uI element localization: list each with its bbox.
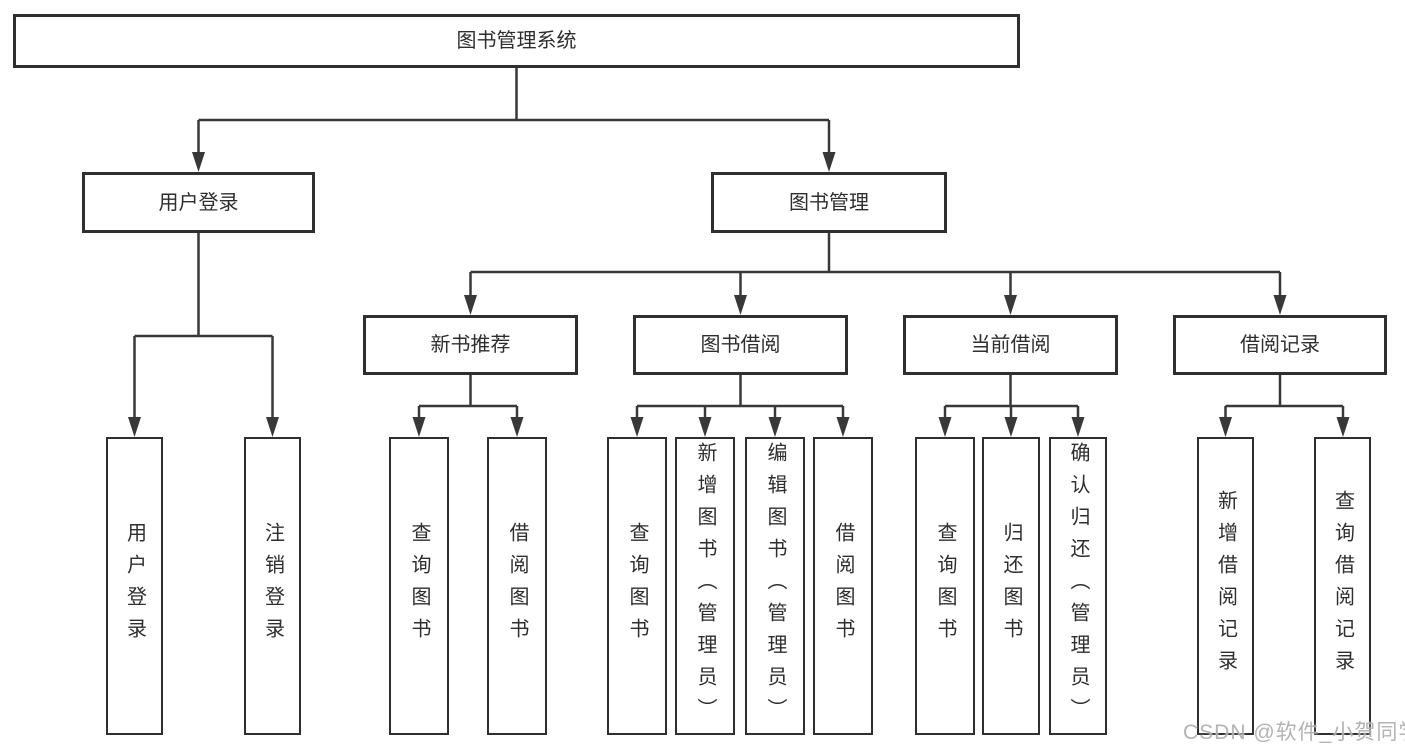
node-leaf-br-query-record: 查询借阅记录 [1314, 437, 1371, 735]
connector-borrow-record-to-leaves [1224, 375, 1345, 421]
connector-book-borrow-to-leaves [635, 375, 845, 421]
node-leaf-nbr-borrow-books: 借阅图书 [487, 437, 547, 735]
node-borrow-record: 借阅记录 [1173, 315, 1387, 375]
arrowheads-root-to-level2 [192, 152, 836, 172]
node-leaf-cb-query-books: 查询图书 [915, 437, 975, 735]
csdn-watermark: CSDN @软件_小贺同学 [1183, 721, 1405, 744]
node-root-system: 图书管理系统 [13, 14, 1020, 68]
connector-root-to-level2 [197, 68, 831, 156]
node-leaf-bb-borrow-books: 借阅图书 [813, 437, 873, 735]
arrowheads-book-mgmt-sections [464, 295, 1287, 315]
node-leaf-bb-add-books-admin: 新增图书（管理员） [675, 437, 735, 735]
node-leaf-nbr-query-books: 查询图书 [389, 437, 449, 735]
arrowheads-book-borrow-leaves [630, 417, 850, 437]
node-leaf-cb-confirm-return-admin: 确认归还（管理员） [1049, 437, 1107, 735]
connector-user-login-to-leaves [133, 233, 274, 421]
node-leaf-br-add-record: 新增借阅记录 [1197, 437, 1254, 735]
arrowheads-user-login-leaves [128, 417, 279, 437]
node-book-mgmt: 图书管理 [711, 172, 947, 233]
node-leaf-cb-return-books: 归还图书 [982, 437, 1040, 735]
connector-new-book-rec-to-leaves [417, 375, 519, 421]
connector-book-mgmt-to-sections [469, 233, 1282, 299]
node-leaf-bb-query-books: 查询图书 [607, 437, 667, 735]
node-current-borrow: 当前借阅 [903, 315, 1118, 375]
node-book-borrow: 图书借阅 [633, 315, 848, 375]
node-leaf-logout: 注销登录 [244, 437, 301, 735]
arrowheads-current-borrow-leaves [938, 417, 1085, 437]
node-user-login: 用户登录 [82, 172, 315, 233]
connector-current-borrow-to-leaves [943, 375, 1080, 421]
arrowheads-new-book-rec-leaves [412, 417, 524, 437]
arrowheads-borrow-record-leaves [1219, 417, 1350, 437]
node-leaf-bb-edit-books-admin: 编辑图书（管理员） [745, 437, 805, 735]
node-new-book-rec: 新书推荐 [363, 315, 578, 375]
node-leaf-user-login: 用户登录 [106, 437, 163, 735]
